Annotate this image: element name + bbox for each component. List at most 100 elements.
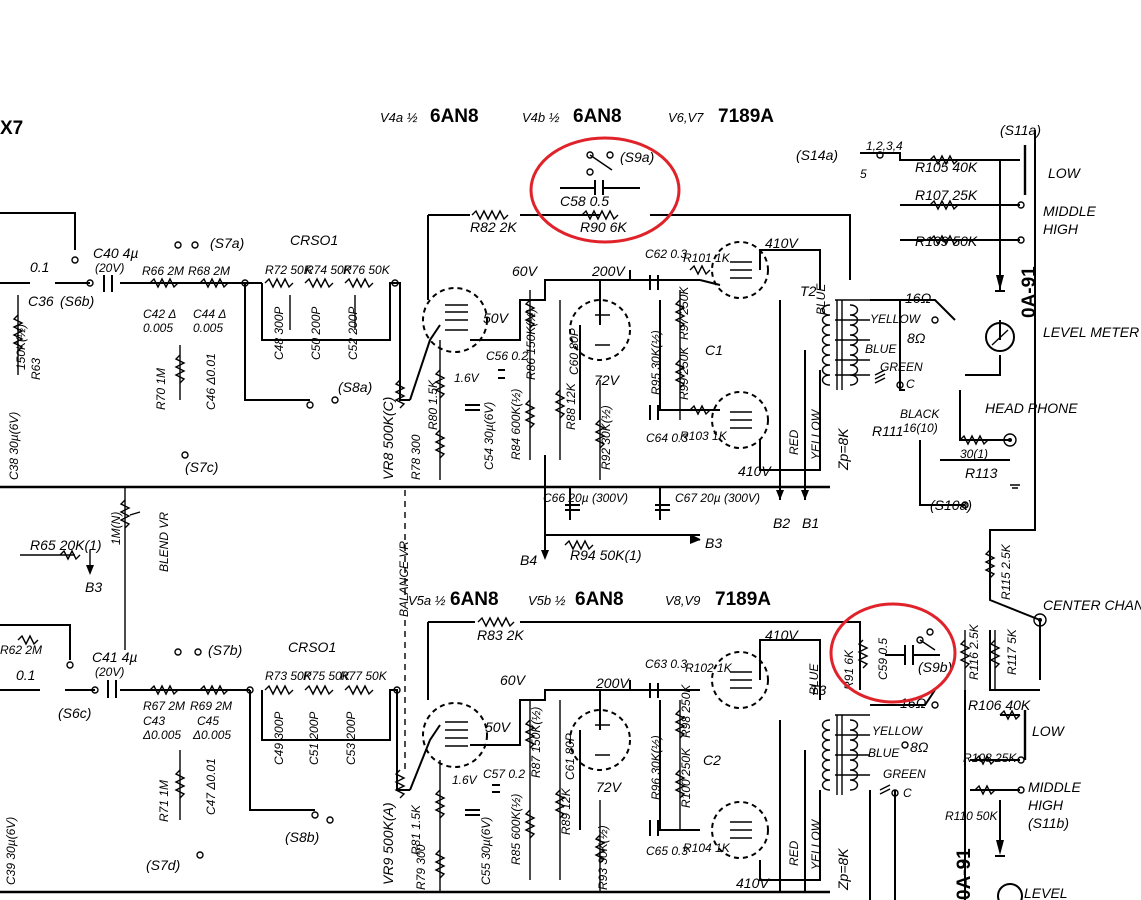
v4b-type: 6AN8 bbox=[573, 106, 622, 127]
c41-volt: (20V) bbox=[95, 665, 124, 679]
c49-label: C49 300P bbox=[272, 712, 286, 765]
t3-label: T3 bbox=[810, 682, 827, 698]
s7d-label: (S7d) bbox=[146, 857, 180, 873]
c45-label: C45 bbox=[197, 714, 219, 728]
v5b-label: V5b ½ bbox=[528, 593, 566, 608]
c42-label: C42 Δ bbox=[143, 307, 176, 321]
r79-label: R79 300 bbox=[414, 844, 428, 890]
bottom-tube-header: V5a ½ 6AN8 V5b ½ 6AN8 V8,V9 7189A bbox=[408, 589, 771, 610]
c58-label: C58 0.5 bbox=[560, 193, 609, 209]
r78-label: R78 300 bbox=[409, 434, 423, 480]
c37-value: 0.1 bbox=[16, 667, 35, 683]
zp-label-bottom: Zp=8K bbox=[835, 848, 851, 891]
v5b-tube bbox=[569, 709, 631, 771]
r69-label: R69 2M bbox=[190, 699, 232, 713]
yellow-lead-label: YELLOW bbox=[809, 408, 823, 460]
s11a-label: (S11a) bbox=[1000, 122, 1041, 138]
s14a-label: (S14a) bbox=[796, 147, 838, 163]
r116-label: R116 2.5K bbox=[967, 623, 981, 680]
r85-label: R85 600K(½) bbox=[509, 794, 523, 865]
r88-label: R88 12K bbox=[564, 382, 578, 430]
c67-label: C67 20µ (300V) bbox=[675, 491, 760, 505]
r92-label: R92 30K(½) bbox=[599, 405, 613, 470]
c40-volt: (20V) bbox=[95, 261, 124, 275]
s7a-label: (S7a) bbox=[210, 235, 244, 251]
c44-label: C44 Δ bbox=[193, 307, 226, 321]
c1-label: C1 bbox=[705, 342, 723, 358]
c40-label: C40 4µ bbox=[93, 245, 138, 261]
r76-label: R76 50K bbox=[343, 263, 391, 277]
vr9-label: VR9 500K(A) bbox=[380, 803, 396, 885]
v60-label-bottom: 60V bbox=[500, 672, 527, 688]
black-value: 16(10) bbox=[903, 421, 938, 435]
v4a-tube bbox=[422, 287, 488, 353]
r117-label: R117 5K bbox=[1005, 628, 1019, 675]
s8a-label: (S8a) bbox=[338, 379, 372, 395]
r102-label: R102 1K bbox=[685, 661, 733, 675]
zp-label: Zp=8K bbox=[835, 428, 851, 471]
c61-label: C61 80P bbox=[563, 733, 577, 780]
c44-value: 0.005 bbox=[193, 321, 223, 335]
c2-label: C2 bbox=[703, 752, 721, 768]
c46-label: C46 Δ0.01 bbox=[204, 353, 218, 410]
z8-label-bottom: 8Ω bbox=[910, 739, 929, 755]
r66-label: R66 2M bbox=[142, 264, 184, 278]
r105-label: R105 40K bbox=[915, 159, 978, 175]
highlight-circle-bottom bbox=[829, 602, 957, 704]
low-label-bottom: LOW bbox=[1032, 723, 1066, 739]
middle-label: MIDDLE bbox=[1043, 203, 1097, 219]
c42-value: 0.005 bbox=[143, 321, 173, 335]
com-label: C bbox=[906, 377, 915, 391]
v4a-type: 6AN8 bbox=[430, 106, 479, 127]
bottom-channel-labels: R83 2K R91 6K C59 0.5 (S9b) R116 2.5K R1… bbox=[0, 623, 1082, 900]
r84-label: R84 600K(½) bbox=[509, 389, 523, 460]
c56-label: C56 0.2 bbox=[486, 349, 528, 363]
z8-label: 8Ω bbox=[907, 330, 926, 346]
blue-lead-label-bottom: BLUE bbox=[807, 663, 821, 695]
top-channel-components bbox=[12, 151, 1025, 650]
r86-label: R86 150K(½) bbox=[524, 309, 538, 380]
r99-label: R99 250K bbox=[677, 346, 691, 400]
v89-label: V8,V9 bbox=[665, 593, 700, 608]
r93-label: R93 30K(½) bbox=[596, 825, 610, 890]
c60-label: C60 80P bbox=[567, 328, 581, 375]
v67-label: V6,V7 bbox=[668, 110, 704, 125]
c62-label: C62 0.3 bbox=[645, 247, 687, 261]
r101-label: R101 1K bbox=[683, 251, 731, 265]
crso1-label-bottom: CRSO1 bbox=[288, 639, 336, 655]
v6-tube bbox=[711, 241, 769, 299]
yellow-lead-label-bottom: YELLOW bbox=[809, 818, 823, 870]
c38-label: C38 30µ(6V) bbox=[7, 412, 21, 480]
c65-label: C65 0.3 bbox=[646, 844, 688, 858]
c50-label: C50 200P bbox=[309, 307, 323, 360]
crso1-label: CRSO1 bbox=[290, 232, 338, 248]
r90-label: R90 6K bbox=[580, 219, 627, 235]
oa91-label-bottom: 0A-91 bbox=[954, 848, 975, 900]
r71-label: R71 1M bbox=[157, 780, 171, 822]
r98-label: R98 250K bbox=[679, 684, 693, 738]
v410-bottom-label-bottom: 410V bbox=[736, 875, 770, 891]
v67-type: 7189A bbox=[718, 106, 774, 127]
c51-label: C51 200P bbox=[307, 712, 321, 765]
r83-resistor bbox=[477, 616, 515, 628]
r106-label: R106 40K bbox=[968, 697, 1031, 713]
blue-label: BLUE bbox=[865, 342, 897, 356]
r108-label: R108 25K bbox=[963, 751, 1017, 765]
blue-lead-label: BLUE bbox=[814, 283, 828, 315]
level-meter-label: LEVEL METER bbox=[1043, 324, 1139, 340]
v4b-tube bbox=[569, 299, 631, 361]
v72-label: 72V bbox=[594, 372, 621, 388]
s6b-label: (S6b) bbox=[60, 293, 94, 309]
r83-label: R83 2K bbox=[477, 627, 524, 643]
balance-vr-label: BALANCE VR bbox=[397, 541, 411, 617]
v200-label-bottom: 200V bbox=[595, 675, 630, 691]
level-label-bottom: LEVEL bbox=[1024, 885, 1068, 900]
high-label-bottom: HIGH bbox=[1028, 797, 1064, 813]
yellow-label-bottom: YELLOW bbox=[872, 724, 924, 738]
vr8-label: VR8 500K(C) bbox=[380, 397, 396, 480]
c52-label: C52 200P bbox=[346, 307, 360, 360]
v5b-type: 6AN8 bbox=[575, 589, 624, 610]
r96-label: R96 30K(½) bbox=[649, 735, 663, 800]
v16-label-bottom: 1.6V bbox=[452, 773, 478, 787]
middle-label-bottom: MIDDLE bbox=[1028, 779, 1082, 795]
